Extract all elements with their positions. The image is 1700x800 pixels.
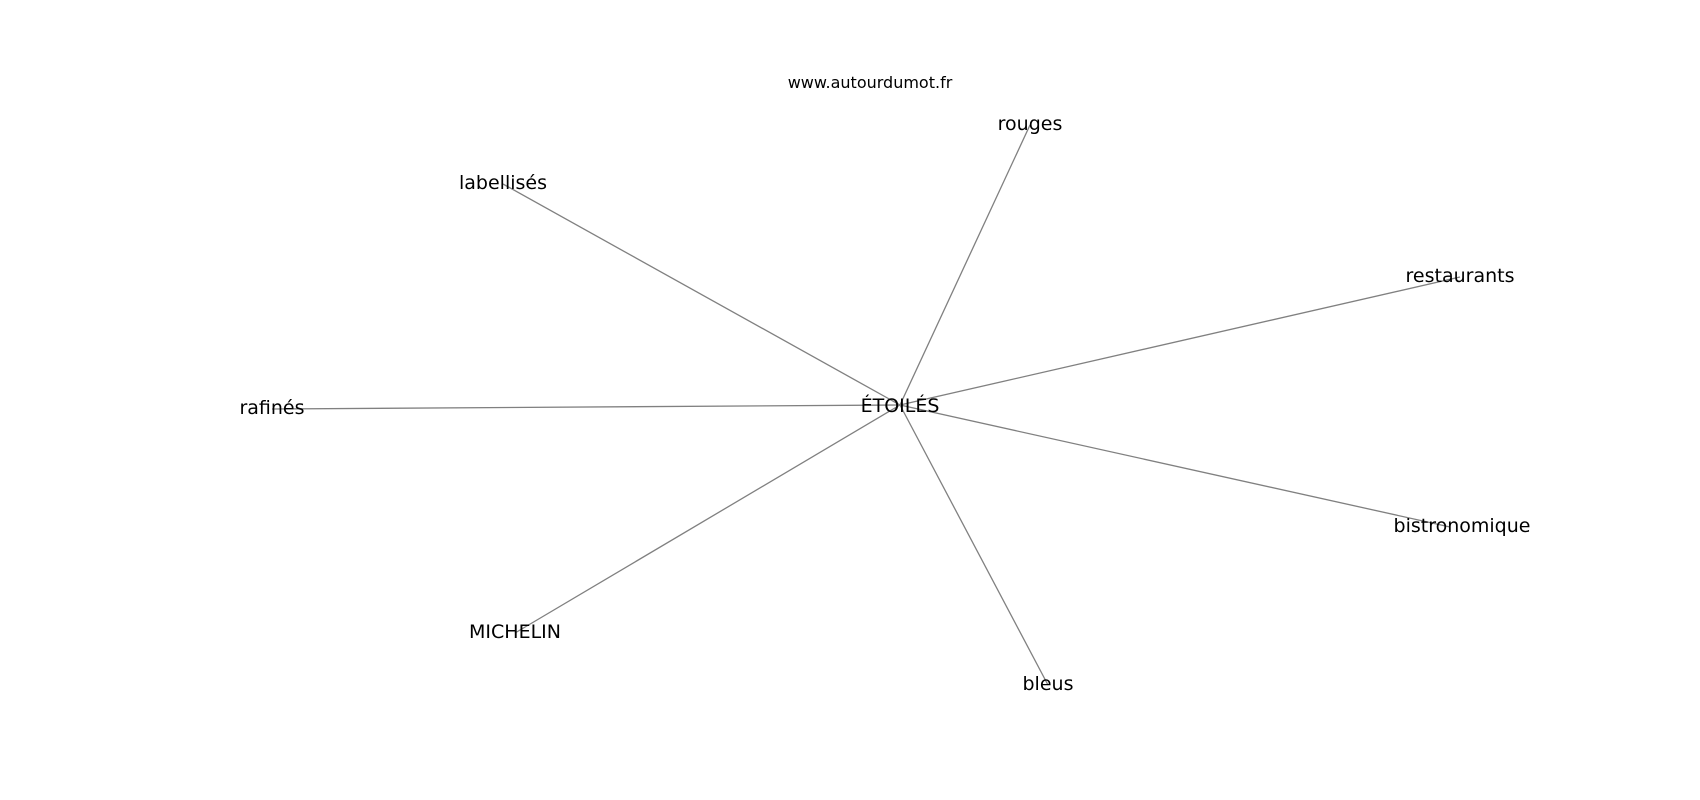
node-rouges[interactable]: rouges [998, 113, 1063, 135]
edge-michelin [514, 404, 901, 634]
node-bistronomique[interactable]: bistronomique [1394, 515, 1531, 537]
node-bleus[interactable]: bleus [1023, 673, 1074, 695]
site-watermark: www.autourdumot.fr [788, 73, 953, 92]
edge-bistronomique [899, 404, 1451, 528]
edge-restaurants [899, 276, 1461, 406]
edge-rafines [271, 404, 901, 410]
edge-bleus [899, 404, 1049, 686]
node-labellises[interactable]: labellisés [459, 172, 547, 194]
edge-rouges [899, 124, 1031, 406]
node-center[interactable]: ÉTOILÉS [861, 394, 940, 417]
node-restaurants[interactable]: restaurants [1406, 265, 1515, 287]
node-rafines[interactable]: rafinés [239, 397, 304, 419]
edges [271, 124, 1461, 686]
node-michelin[interactable]: MICHELIN [469, 621, 561, 643]
edge-labellises [502, 183, 901, 406]
